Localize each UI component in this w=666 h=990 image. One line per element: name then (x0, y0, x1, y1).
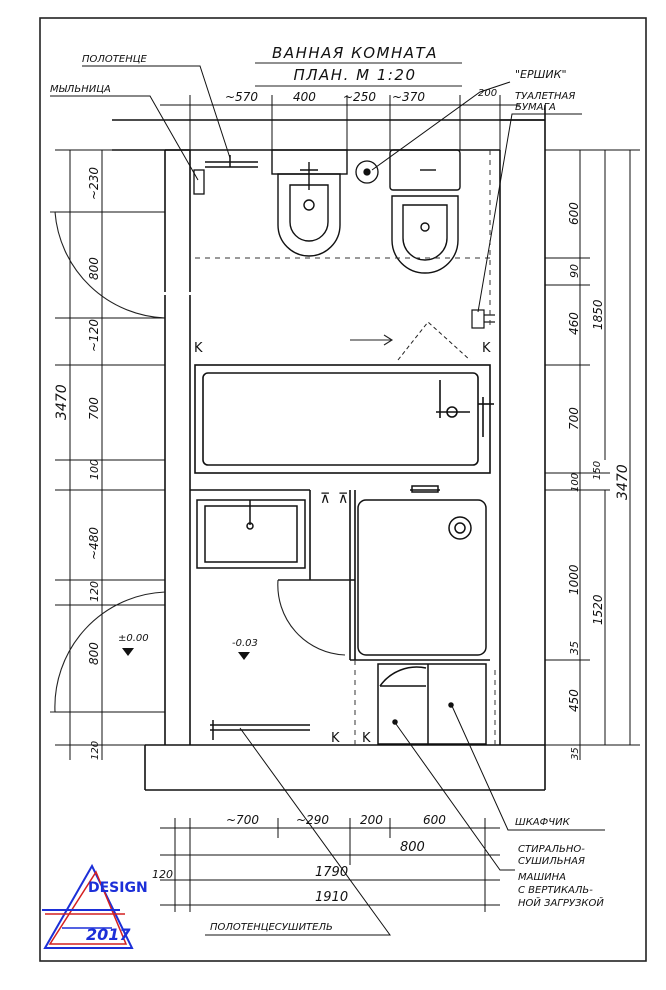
top-dim-200: 200 (478, 88, 497, 99)
design-logo: DESIGN 2017 (42, 863, 148, 949)
toilet-brush (355, 160, 379, 184)
right-dim-450: 450 (567, 689, 581, 712)
label-washer-4: С ВЕРТИКАЛЬ- (518, 885, 593, 896)
label-toilet-paper-2: БУМАГА (515, 102, 556, 113)
mark-k-3: K (194, 341, 203, 356)
top-dim-370: ~370 (392, 90, 425, 104)
bottom-dim-600: 600 (423, 813, 446, 827)
bottom-dim-290: ~290 (296, 813, 329, 827)
right-dim-600: 600 (567, 202, 581, 225)
leader-washer (395, 723, 515, 871)
label-washer-1: СТИРАЛЬНО- (518, 844, 585, 855)
left-dim-480: ~480 (87, 527, 101, 560)
right-dim-460: 460 (567, 312, 581, 335)
top-dim-400: 400 (293, 90, 316, 104)
upper-door[interactable] (50, 211, 166, 319)
label-toilet-paper-1: ТУАЛЕТНАЯ (515, 91, 575, 102)
vent-mark-2: ⊼ (338, 491, 348, 507)
door-gap-marker (163, 292, 193, 295)
label-washer-5: НОЙ ЗАГРУЗКОЙ (518, 896, 604, 909)
left-dim-120a: ~120 (87, 319, 101, 352)
hatch-arrow (350, 334, 394, 346)
title-line-1: ВАННАЯ КОМНАТА (272, 44, 438, 62)
toilet (389, 149, 461, 274)
right-dim-700: 700 (567, 407, 581, 430)
leader-toilet-paper (477, 113, 582, 313)
right-dimension-chain (545, 149, 640, 760)
right-dim-35a: 35 (568, 641, 581, 655)
left-dim-total: 3470 (54, 384, 70, 420)
vent-mark-1: ⊼ (320, 491, 330, 507)
towel-dryer (210, 720, 310, 740)
sink (196, 499, 306, 569)
bottom-dimension-chain (160, 818, 500, 912)
right-dim-150: 150 (592, 461, 603, 480)
soap-dish (193, 169, 205, 195)
level-bathroom: -0.03 (232, 638, 258, 660)
top-dimension-line (160, 95, 520, 150)
left-dim-800b: 800 (87, 642, 101, 665)
top-dim-570: ~570 (225, 90, 258, 104)
leader-soap-dish (50, 95, 199, 181)
label-washer-2: СУШИЛЬНАЯ (518, 856, 585, 867)
left-dim-100: 100 (88, 459, 101, 480)
mark-k-4: K (482, 341, 491, 356)
label-towel: ПОЛОТЕНЦЕ (82, 54, 147, 65)
washer-cabinet (377, 663, 487, 745)
level-corridor: ±0.00 (118, 633, 149, 656)
towel-rail (205, 155, 258, 168)
left-dimension-chain (55, 149, 165, 760)
leader-cabinet (451, 705, 605, 831)
lower-door[interactable] (50, 591, 166, 713)
leader-towel (82, 65, 231, 159)
mark-k-1: K (331, 731, 340, 746)
svg-text:±0.00: ±0.00 (118, 633, 149, 644)
label-soap-dish: МЫЛЬНИЦА (50, 84, 111, 95)
bottom-dim-700: ~700 (226, 813, 259, 827)
logo-year: 2017 (86, 925, 131, 944)
title-line-2: ПЛАН. М 1:20 (293, 66, 416, 84)
right-dim-1850: 1850 (591, 299, 605, 330)
bottom-dim-120: 120 (152, 868, 173, 881)
left-dim-700: 700 (87, 397, 101, 420)
label-washer-3: МАШИНА (518, 872, 566, 883)
right-dim-1520: 1520 (591, 594, 605, 625)
label-cabinet: ШКАФЧИК (515, 817, 571, 828)
left-dim-120c: 120 (90, 741, 101, 760)
label-brush: "ЕРШИК" (515, 68, 567, 81)
right-dim-100: 100 (570, 473, 581, 492)
bottom-dim-1910: 1910 (315, 890, 348, 905)
right-dim-1000: 1000 (567, 564, 581, 595)
logo-word: DESIGN (88, 880, 148, 896)
left-dim-230: ~230 (87, 167, 101, 200)
right-dim-35b: 35 (570, 747, 581, 760)
shower-tray (357, 485, 487, 656)
right-dim-90: 90 (568, 264, 581, 278)
bottom-dim-200: 200 (360, 813, 383, 827)
bottom-dim-1790: 1790 (315, 865, 348, 880)
toilet-paper-holder (471, 309, 495, 329)
bidet (271, 149, 348, 257)
left-dim-120b: 120 (88, 581, 101, 602)
right-dim-total: 3470 (615, 464, 631, 500)
bathtub (194, 364, 494, 474)
drawing-frame (39, 17, 647, 962)
inner-door[interactable] (277, 579, 350, 656)
mark-k-2: K (362, 731, 371, 746)
label-towel-dryer: ПОЛОТЕНЦЕСУШИТЕЛЬ (210, 922, 333, 933)
leader-towel-dryer (205, 727, 391, 936)
bottom-dim-800: 800 (400, 840, 425, 855)
hatch-dashed (397, 321, 471, 361)
top-dim-250: ~250 (343, 90, 376, 104)
left-dim-800a: 800 (87, 257, 101, 280)
svg-text:-0.03: -0.03 (232, 638, 258, 649)
leader-brush (371, 81, 511, 171)
